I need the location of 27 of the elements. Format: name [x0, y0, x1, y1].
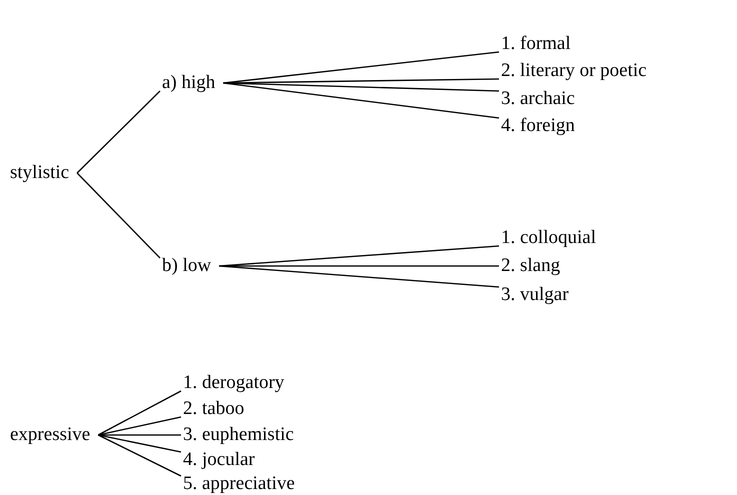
term-label: 3. euphemistic	[183, 424, 294, 446]
connector-line	[98, 434, 182, 453]
term-label: 4. foreign	[501, 115, 575, 137]
term-label: expressive	[10, 424, 90, 446]
connector-line	[98, 434, 181, 436]
connector-line	[98, 416, 182, 436]
term-label: 4. jocular	[183, 449, 255, 471]
term-label: b) low	[162, 255, 212, 277]
term-label: 1. colloquial	[501, 227, 596, 249]
term-label: stylistic	[10, 162, 70, 184]
term-label: 3. vulgar	[501, 284, 569, 306]
term-label: 1. formal	[501, 33, 571, 55]
connector-line	[223, 82, 500, 119]
connector-line	[219, 265, 500, 288]
term-label: 2. literary or poetic	[501, 60, 647, 82]
connector-line	[98, 390, 182, 436]
connector-line	[219, 245, 500, 267]
term-label: 2. slang	[501, 255, 560, 277]
term-label: 5. appreciative	[183, 473, 295, 495]
term-label: 1. derogatory	[183, 372, 284, 394]
term-label: a) high	[162, 72, 216, 94]
connector-line	[98, 434, 182, 477]
connector-line	[223, 51, 500, 84]
connector-line	[76, 90, 160, 174]
term-label: 2. taboo	[183, 398, 244, 420]
connector-line	[76, 172, 160, 258]
term-label: 3. archaic	[501, 88, 575, 110]
